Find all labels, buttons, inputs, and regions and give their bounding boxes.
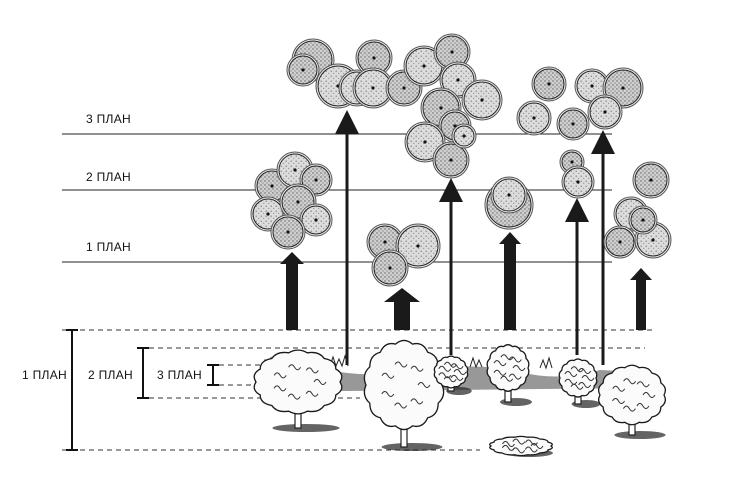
level-label-3-lower: 3 ПЛАН [155, 368, 204, 382]
level-label-3-upper: 3 ПЛАН [86, 112, 131, 126]
shrub-5 [558, 358, 601, 408]
crown-cluster-b [352, 33, 503, 179]
shrub-7 [489, 435, 553, 457]
lower-brackets [66, 329, 219, 451]
shrub-4 [486, 344, 532, 406]
shrubs [253, 339, 667, 457]
thick-arrow-1 [280, 252, 304, 330]
crown-cluster-c [250, 151, 333, 250]
bracket-plan2 [137, 347, 149, 399]
level-label-1-upper: 1 ПЛАН [86, 240, 131, 254]
crown-cluster-f [516, 66, 644, 199]
shrub-6 [597, 364, 667, 439]
thick-arrow-2 [384, 288, 420, 330]
shrub-1 [253, 349, 343, 432]
thick-growth-arrows [280, 232, 652, 330]
level-label-2-upper: 2 ПЛАН [86, 170, 131, 184]
level-label-1-lower: 1 ПЛАН [20, 368, 69, 382]
level-label-2-lower: 2 ПЛАН [86, 368, 135, 382]
bracket-plan1 [66, 329, 78, 451]
thin-growth-arrows [335, 110, 615, 365]
thick-arrow-4 [630, 268, 652, 330]
shrub-2 [363, 339, 445, 451]
crown-cluster-g [603, 161, 672, 259]
crown-cluster-d [366, 223, 441, 287]
bracket-plan3 [207, 364, 219, 386]
shrub-3 [433, 355, 472, 395]
tree-crowns [250, 33, 672, 287]
thick-arrow-3 [499, 232, 521, 330]
crown-cluster-e [484, 176, 534, 230]
